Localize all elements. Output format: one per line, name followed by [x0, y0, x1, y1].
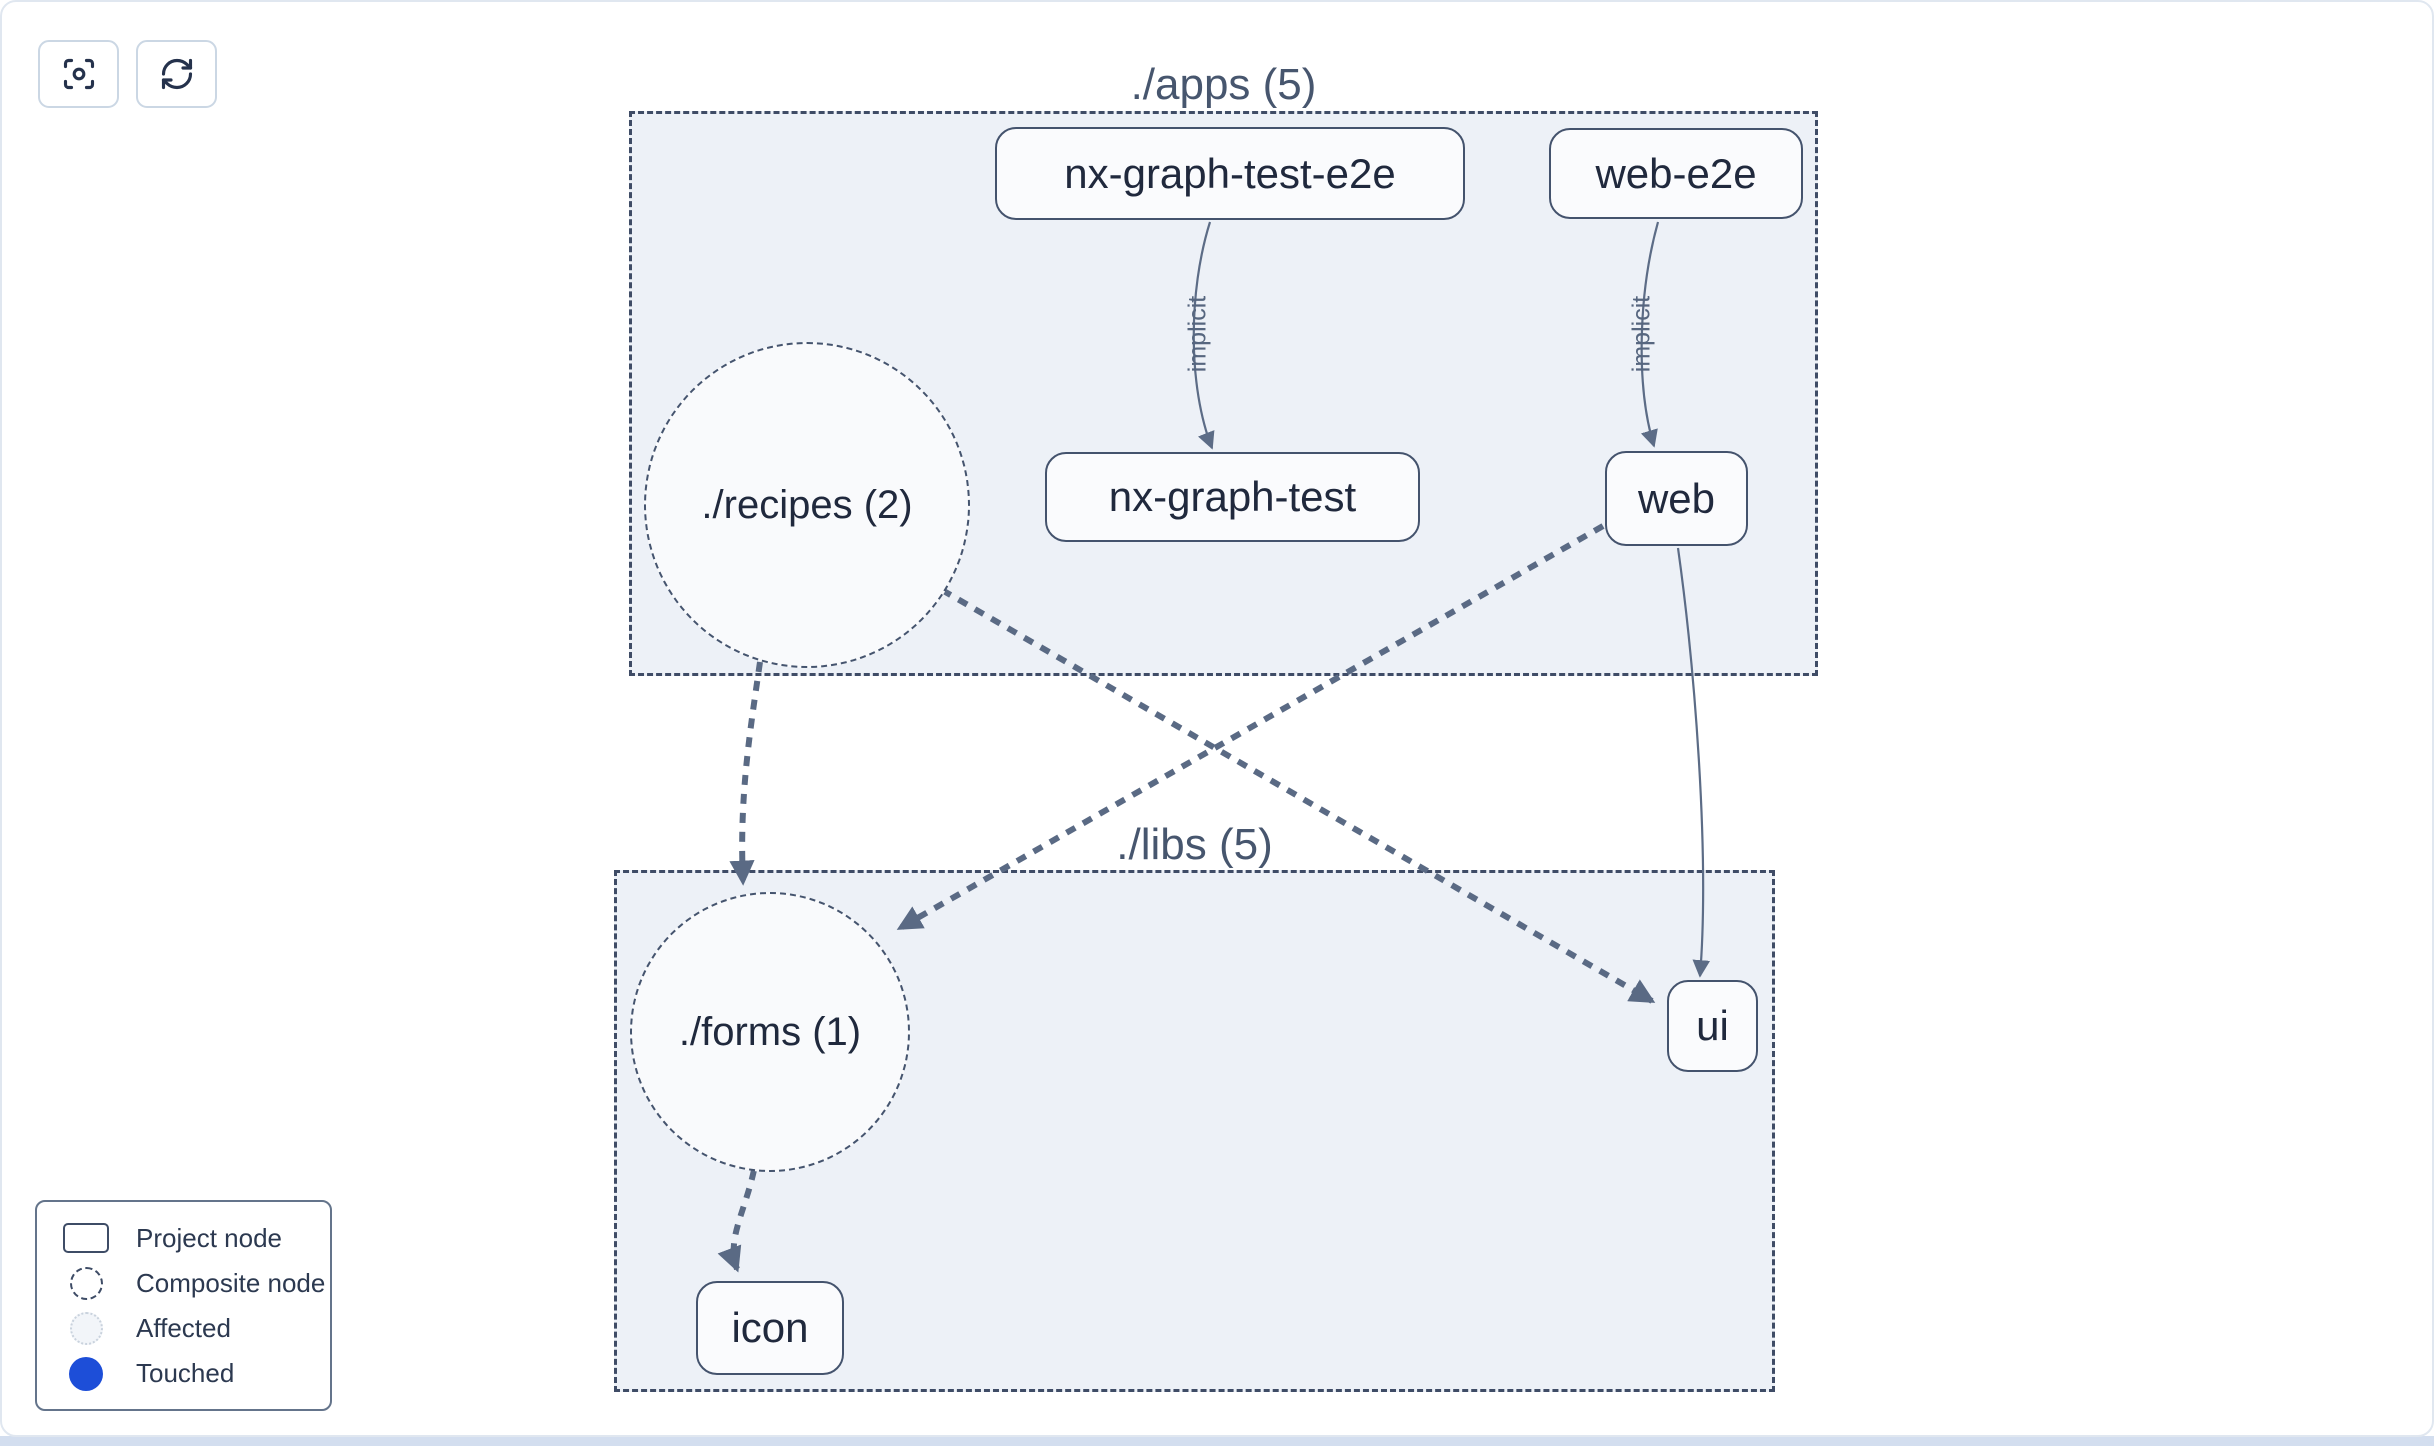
node-nx-graph-test[interactable]: nx-graph-test [1045, 452, 1420, 542]
cluster-libs-label: ./libs (5) [1116, 820, 1273, 869]
edge-recipes-to-ui[interactable] [940, 587, 1656, 1004]
legend-item-touched: Touched [63, 1355, 330, 1393]
node-label: web [1637, 474, 1716, 522]
focus-view-button[interactable] [38, 40, 119, 108]
graph-toolbar [38, 40, 217, 108]
node-ui[interactable]: ui [1667, 980, 1758, 1072]
edge-label-implicit-2: implicit [1628, 296, 1656, 372]
edge-web-e2e-to-web[interactable] [1640, 221, 1660, 448]
node-web[interactable]: web [1605, 451, 1748, 546]
node-label: web-e2e [1595, 149, 1757, 197]
node-label: nx-graph-test-e2e [1064, 149, 1396, 197]
cluster-apps-label: ./apps (5) [1130, 60, 1317, 109]
window-bottom-strip [0, 1436, 2434, 1446]
node-forms-composite[interactable]: ./forms (1) [630, 892, 910, 1172]
edge-label-implicit-1: implicit [1184, 296, 1212, 372]
node-label: icon [731, 1304, 809, 1351]
affected-swatch [69, 1312, 103, 1346]
legend-label: Affected [136, 1313, 231, 1344]
node-icon[interactable]: icon [696, 1281, 844, 1375]
refresh-button[interactable] [136, 40, 217, 108]
node-label: ./forms (1) [678, 1009, 862, 1054]
legend-label: Composite node [136, 1267, 326, 1298]
legend: Project node Composite node Affected Tou… [35, 1200, 332, 1411]
node-label: nx-graph-test [1108, 473, 1357, 520]
node-label: ./recipes (2) [701, 482, 913, 527]
legend-item-affected: Affected [63, 1310, 330, 1348]
focus-icon [63, 58, 94, 90]
edge-forms-to-icon[interactable] [717, 1169, 757, 1273]
edge-nx-graph-test-e2e-to-nx-graph-test[interactable] [1192, 221, 1215, 450]
node-nx-graph-test-e2e[interactable]: nx-graph-test-e2e [995, 127, 1465, 220]
edge-recipes-to-forms[interactable] [729, 661, 763, 886]
refresh-icon [161, 58, 192, 90]
composite-node-swatch [69, 1266, 103, 1300]
node-web-e2e[interactable]: web-e2e [1549, 128, 1803, 219]
touched-swatch [69, 1356, 103, 1391]
node-label: ui [1696, 1002, 1729, 1049]
legend-label: Touched [136, 1358, 235, 1389]
edge-web-to-forms[interactable] [896, 523, 1605, 931]
node-recipes-composite[interactable]: ./recipes (2) [644, 342, 970, 668]
legend-label: Project node [136, 1222, 282, 1253]
legend-item-project-node: Project node [63, 1219, 330, 1257]
edge-web-to-ui[interactable] [1676, 547, 1711, 978]
legend-item-composite-node: Composite node [63, 1264, 330, 1302]
project-node-swatch [63, 1223, 109, 1253]
